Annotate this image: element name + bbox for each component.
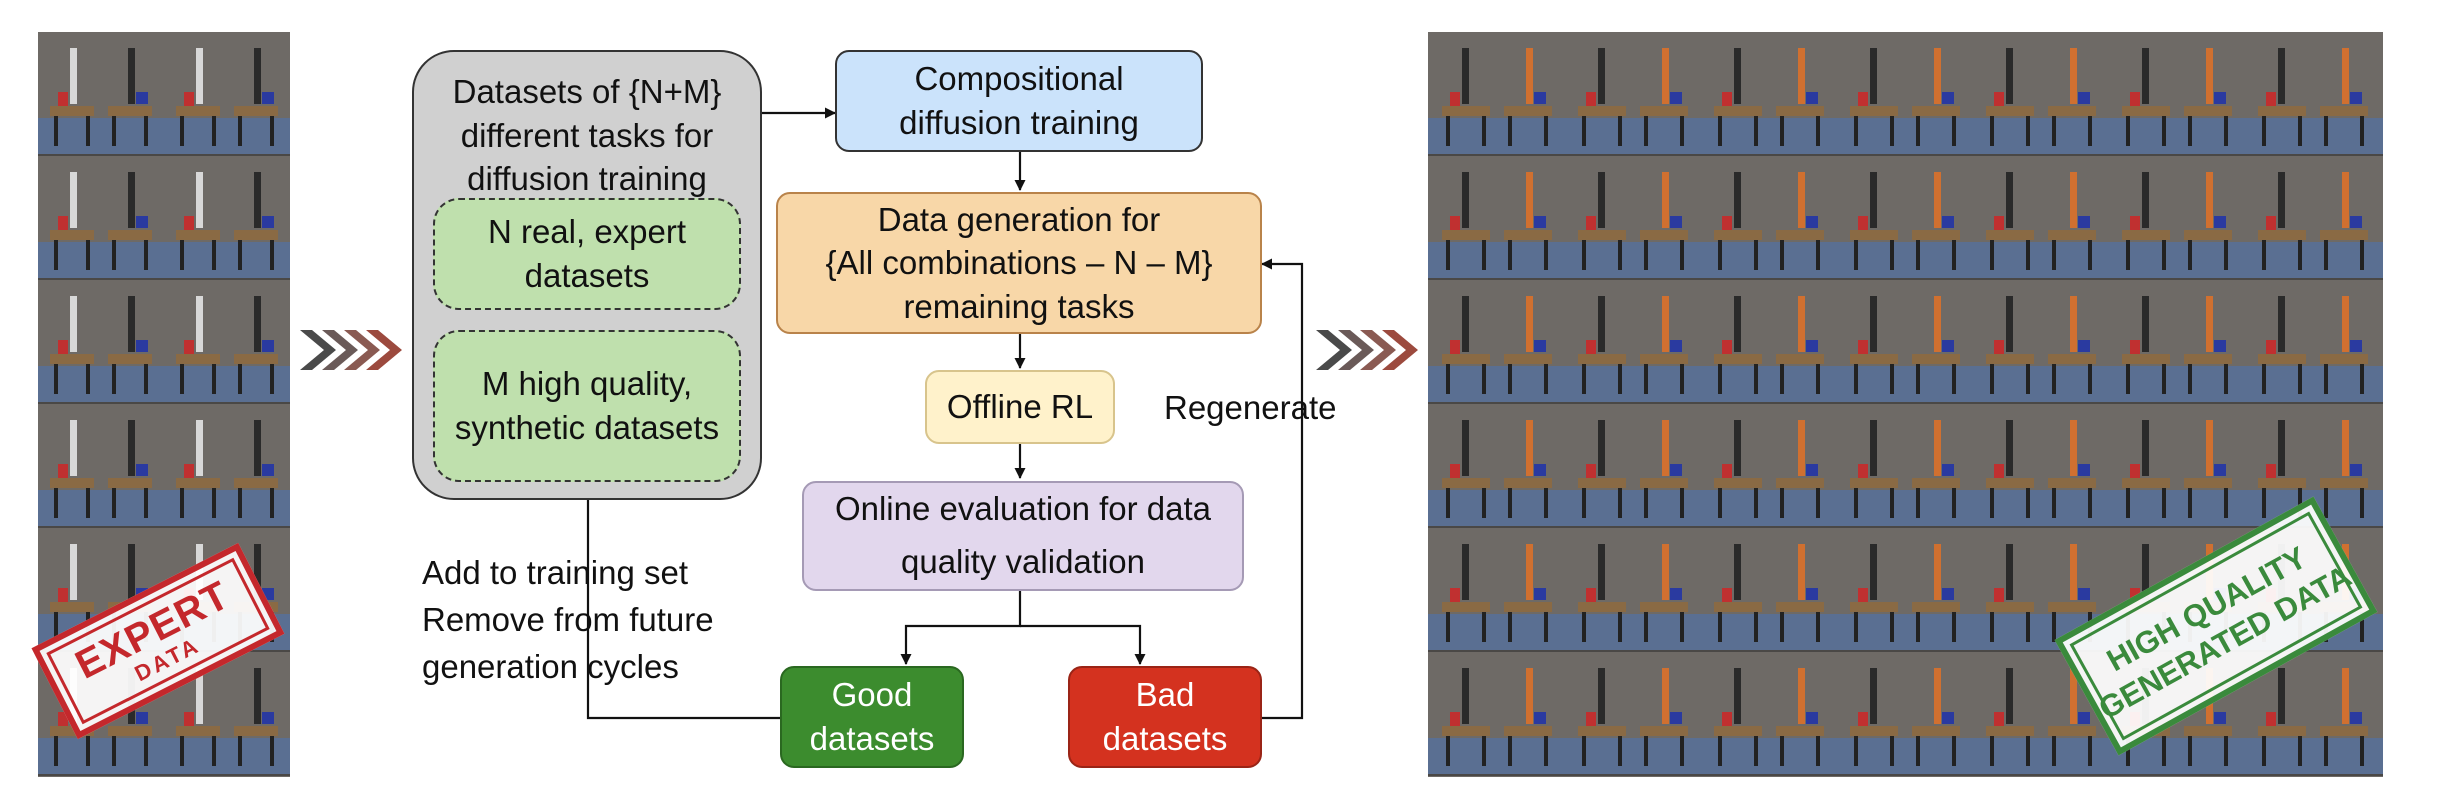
good-datasets-box: Good datasets xyxy=(780,666,964,768)
compositional-training-label: Compositional diffusion training xyxy=(899,60,1139,141)
online-evaluation-label: Online evaluation for data quality valid… xyxy=(834,490,1212,580)
add-to-training-set-label: Add to training set Remove from future g… xyxy=(422,554,714,685)
compositional-training-box: Compositional diffusion training xyxy=(835,50,1203,152)
bad-datasets-box: Bad datasets xyxy=(1068,666,1262,768)
data-generation-label: Data generation for {All combinations – … xyxy=(825,200,1213,325)
data-generation-box: Data generation for {All combinations – … xyxy=(776,192,1262,334)
right-chevron-arrows xyxy=(1316,330,1418,370)
synthetic-datasets-label: M high quality, synthetic datasets xyxy=(454,365,720,446)
offline-rl-label: Offline RL xyxy=(946,388,1094,426)
real-datasets-box: N real, expert datasets xyxy=(433,198,741,310)
synthetic-datasets-box: M high quality, synthetic datasets xyxy=(433,330,741,482)
real-datasets-label: N real, expert datasets xyxy=(487,213,687,294)
arrow-bad-regenerate xyxy=(1261,258,1304,720)
datasets-container-label: Datasets of {N+M} different tasks for di… xyxy=(452,73,722,198)
bad-datasets-label: Bad datasets xyxy=(1102,676,1228,757)
arrow-good-to-training-set xyxy=(582,481,780,720)
arrow-evaluation-split-right xyxy=(1020,624,1146,665)
arrow-evaluation-split xyxy=(900,591,1022,665)
online-evaluation-box: Online evaluation for data quality valid… xyxy=(802,481,1244,591)
regenerate-label: Regenerate xyxy=(1164,389,1337,426)
offline-rl-box: Offline RL xyxy=(925,370,1115,444)
good-datasets-label: Good datasets xyxy=(809,676,935,757)
left-chevron-arrows xyxy=(300,330,402,370)
